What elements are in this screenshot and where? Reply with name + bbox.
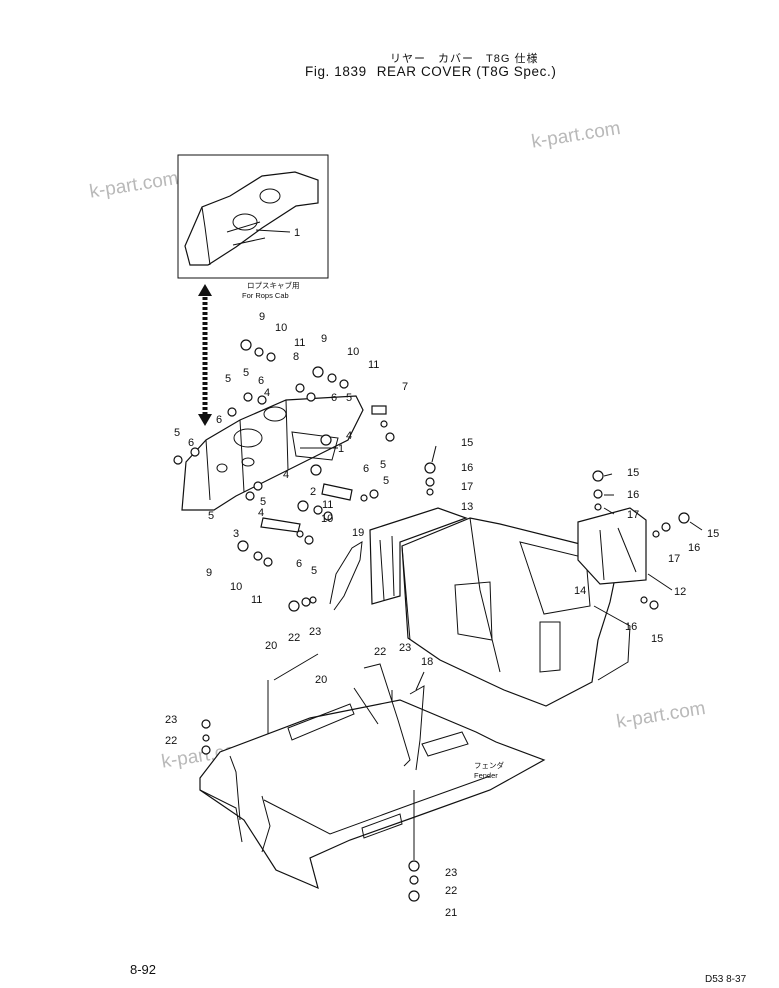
callout: 21: [445, 907, 457, 919]
callout: 10: [230, 581, 242, 593]
callout: 22: [374, 646, 386, 658]
rops-label-jp: ロプスキャブ用: [247, 280, 300, 290]
inset-rops-cab: 1 ロプスキャブ用 For Rops Cab: [177, 154, 329, 300]
callout: 5: [243, 367, 249, 379]
callout: 14: [574, 585, 586, 597]
callout: 4: [258, 507, 264, 519]
fender-label-en: Fender: [474, 771, 498, 780]
callout: 1: [294, 227, 300, 239]
callout: 5: [346, 392, 352, 404]
callout: 10: [347, 346, 359, 358]
callouts-right: 15 16 17 13 15 16 17 15 16 17 14 12 16 1…: [165, 437, 719, 919]
fastener-group: [173, 339, 395, 612]
callout: 6: [296, 558, 302, 570]
callout: 15: [651, 633, 663, 645]
callouts-left: 9 10 11 9 10 11 8 5 5 6 6 4 6 5 7 5 6 4 …: [174, 311, 408, 652]
callout: 8: [293, 351, 299, 363]
callout: 19: [352, 527, 364, 539]
callout: 11: [251, 594, 262, 606]
figure-number: Fig. 1839: [305, 64, 367, 79]
callout: 22: [288, 632, 300, 644]
callout: 10: [321, 513, 333, 525]
callout: 23: [309, 626, 321, 638]
fender-label-jp: フェンダ: [474, 760, 504, 770]
rear-cover-body: [401, 517, 631, 707]
callout: 3: [233, 528, 239, 540]
figure-name: REAR COVER (T8G Spec.): [376, 64, 557, 79]
callout: 11: [294, 337, 305, 349]
callout: 5: [208, 510, 214, 522]
callout: 9: [321, 333, 327, 345]
callout: 6: [216, 414, 222, 426]
callout: 9: [259, 311, 265, 323]
callout: 23: [399, 642, 411, 654]
callout: 5: [383, 475, 389, 487]
callout: 16: [625, 621, 637, 633]
callout: 13: [461, 501, 473, 513]
callout: 15: [461, 437, 473, 449]
cover-plate-13: [369, 507, 468, 605]
callout: 23: [445, 867, 457, 879]
page-number: 8-92: [130, 962, 157, 977]
callout: 6: [331, 392, 337, 404]
callout: 20: [265, 640, 277, 652]
fender-frame: フェンダ Fender: [199, 699, 546, 890]
rops-label-en: For Rops Cab: [242, 291, 289, 300]
leader-lines: [267, 445, 703, 736]
callout: 12: [674, 586, 686, 598]
callout: 17: [627, 509, 639, 521]
callout: 20: [315, 674, 327, 686]
bracket-12: [577, 507, 647, 585]
callout: 16: [627, 489, 639, 501]
callout: 6: [258, 375, 264, 387]
callout: 17: [668, 553, 680, 565]
callout: 5: [174, 427, 180, 439]
callout: 16: [688, 542, 700, 554]
rear-cover-assembly: 1: [181, 395, 364, 511]
callout: 2: [310, 486, 316, 498]
callout: 7: [402, 381, 408, 393]
callout: 11: [322, 499, 333, 511]
callout: 22: [165, 735, 177, 747]
callout: 5: [225, 373, 231, 385]
callout: 6: [188, 437, 194, 449]
callout: 23: [165, 714, 177, 726]
callout: 5: [380, 459, 386, 471]
callout: 1: [338, 443, 344, 455]
reference-arrow: [198, 284, 212, 426]
callout: 5: [260, 496, 266, 508]
callout: 11: [368, 359, 379, 371]
callout: 5: [311, 565, 317, 577]
callout: 17: [461, 481, 473, 493]
callout: 22: [445, 885, 457, 897]
figure-title: Fig. 1839 REAR COVER (T8G Spec.): [305, 64, 566, 79]
fender-stays: [353, 663, 425, 771]
callout: 15: [707, 528, 719, 540]
callout: 9: [206, 567, 212, 579]
callout: 16: [461, 462, 473, 474]
corner-code: D53 8-37: [705, 974, 747, 985]
callout: 15: [627, 467, 639, 479]
callout: 4: [346, 430, 352, 442]
japanese-caption: リヤー カバー T8G 仕様: [390, 53, 539, 65]
callout: 18: [421, 656, 433, 668]
callout: 4: [264, 387, 270, 399]
callout: 6: [363, 463, 369, 475]
bracket-19: [329, 541, 363, 611]
callout: 10: [275, 322, 287, 334]
callout: 4: [283, 469, 289, 481]
